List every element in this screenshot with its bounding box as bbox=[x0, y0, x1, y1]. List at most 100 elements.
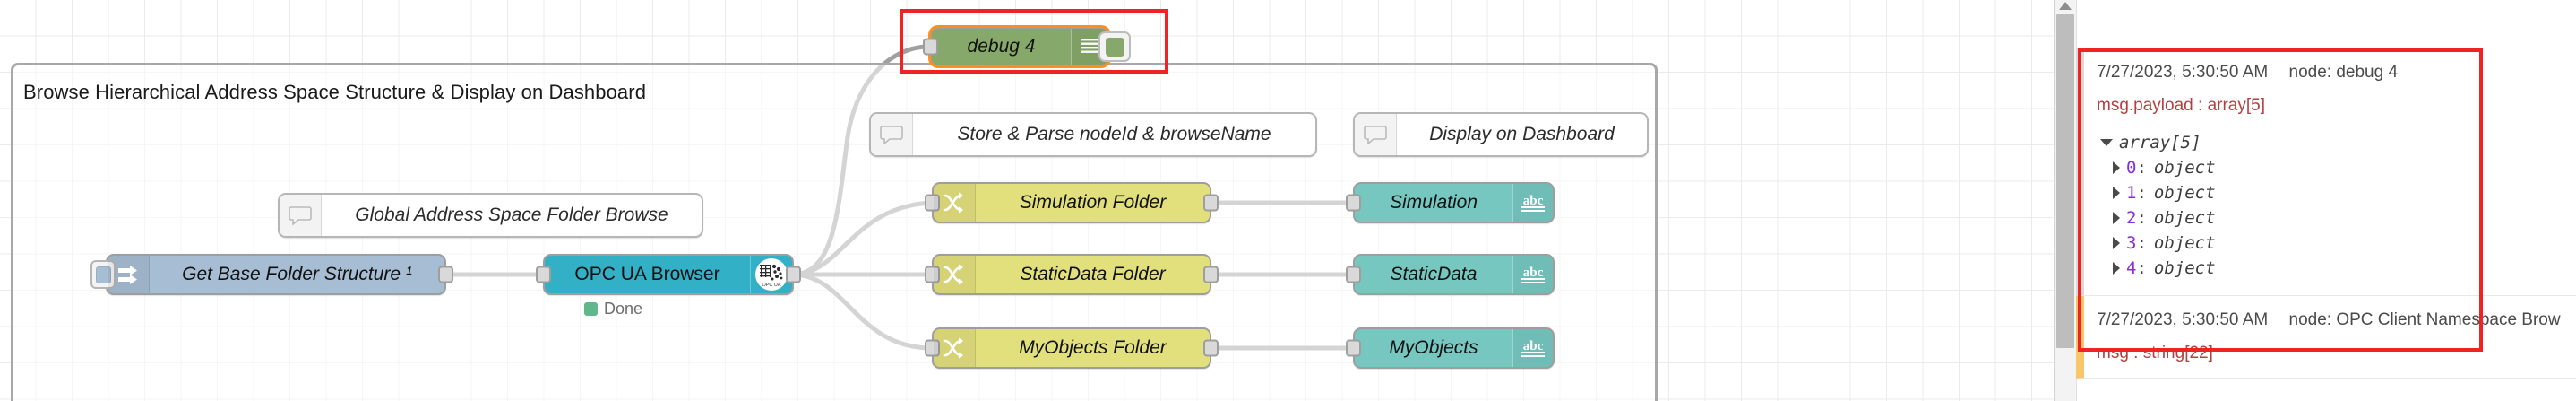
comment-label: Global Address Space Folder Browse bbox=[355, 205, 668, 225]
status-dot-icon bbox=[584, 302, 598, 316]
switch-icon bbox=[934, 256, 976, 293]
comment-node-store-parse[interactable]: Store & Parse nodeId & browseName bbox=[869, 112, 1317, 157]
debug-message-header: 7/27/2023, 5:30:50 AM node: OPC Client N… bbox=[2097, 310, 2567, 330]
debug-source-node: node: debug 4 bbox=[2288, 63, 2399, 82]
chevron-right-icon[interactable] bbox=[2113, 212, 2120, 224]
dashboard-node-label: MyObjects bbox=[1389, 337, 1478, 358]
tree-row-item[interactable]: 2: object bbox=[2097, 205, 2567, 231]
input-port[interactable] bbox=[1346, 194, 1361, 212]
inject-trigger-button[interactable] bbox=[90, 260, 116, 289]
tree-row-item[interactable]: 4: object bbox=[2097, 256, 2567, 281]
abc-text-icon: abc bbox=[1512, 184, 1553, 222]
tree-row-root[interactable]: array[5] bbox=[2097, 130, 2567, 155]
tree-item-key: 1 bbox=[2126, 183, 2137, 203]
inject-button-inner bbox=[95, 266, 111, 283]
comment-icon bbox=[871, 114, 913, 155]
switch-node-simulation-folder[interactable]: Simulation Folder bbox=[925, 182, 1219, 223]
debug-message[interactable]: 7/27/2023, 5:30:50 AM node: OPC Client N… bbox=[2076, 296, 2576, 379]
input-port[interactable] bbox=[925, 266, 940, 283]
opcua-browser-node[interactable]: OPC UA Browser bbox=[536, 254, 801, 295]
tree-row-item[interactable]: 0: object bbox=[2097, 155, 2567, 180]
output-port[interactable] bbox=[1203, 194, 1219, 212]
inject-node-get-base-folder-structure[interactable]: Get Base Folder Structure ¹ bbox=[90, 254, 453, 295]
abc-text-icon-glyph: abc bbox=[1521, 339, 1545, 357]
output-port[interactable] bbox=[1203, 266, 1219, 283]
tree-item-key: 4 bbox=[2126, 258, 2137, 278]
abc-text-icon: abc bbox=[1512, 329, 1553, 367]
debug-lines-icon-glyph bbox=[1081, 39, 1098, 53]
chevron-down-icon[interactable] bbox=[2100, 139, 2113, 146]
output-port[interactable] bbox=[1203, 339, 1219, 357]
tree-row-item[interactable]: 1: object bbox=[2097, 180, 2567, 205]
abc-text-icon: abc bbox=[1512, 256, 1553, 293]
dashboard-text-node-staticdata[interactable]: StaticData abc bbox=[1346, 254, 1555, 295]
tree-row-item[interactable]: 3: object bbox=[2097, 231, 2567, 256]
debug-message[interactable]: 7/27/2023, 5:30:50 AM node: debug 4 msg.… bbox=[2076, 48, 2576, 296]
switch-node-staticdata-folder[interactable]: StaticData Folder bbox=[925, 254, 1219, 295]
debug-source-node: node: OPC Client Namespace Brow bbox=[2288, 310, 2561, 329]
input-port[interactable] bbox=[925, 339, 940, 357]
group-title: Browse Hierarchical Address Space Struct… bbox=[23, 81, 647, 103]
debug-toggle-inner bbox=[1105, 37, 1124, 57]
scrollbar-thumb[interactable] bbox=[2056, 14, 2074, 348]
comment-icon-glyph bbox=[880, 126, 903, 144]
tree-item-key: 3 bbox=[2126, 233, 2137, 253]
comment-node-global-browse[interactable]: Global Address Space Folder Browse bbox=[278, 193, 703, 238]
opcua-node-label: OPC UA Browser bbox=[574, 264, 720, 284]
comment-node-display-dashboard[interactable]: Display on Dashboard bbox=[1353, 112, 1649, 157]
opc-ua-logo-glyph: OPC UA bbox=[755, 258, 788, 291]
tree-item-type: object bbox=[2153, 158, 2216, 178]
abc-text-icon-glyph: abc bbox=[1521, 194, 1545, 212]
chevron-right-icon[interactable] bbox=[2113, 262, 2120, 275]
comment-icon-glyph bbox=[289, 206, 312, 225]
switch-icon-glyph bbox=[943, 337, 963, 359]
input-port[interactable] bbox=[1346, 339, 1361, 357]
tree-item-type: object bbox=[2153, 233, 2216, 253]
debug-message-list[interactable]: 7/27/2023, 5:30:50 AM node: debug 4 msg.… bbox=[2076, 0, 2576, 401]
flow-canvas[interactable]: Browse Hierarchical Address Space Struct… bbox=[0, 0, 2054, 401]
tree-item-type: object bbox=[2153, 258, 2216, 278]
tree-item-key: 2 bbox=[2126, 208, 2137, 228]
debug-node-label: debug 4 bbox=[967, 36, 1036, 57]
svg-text:abc: abc bbox=[1523, 266, 1544, 280]
sidebar-scrollbar[interactable] bbox=[2055, 0, 2077, 401]
debug-object-tree[interactable]: array[5] 0: object 1: object 2: bbox=[2097, 130, 2567, 281]
debug-enable-toggle[interactable] bbox=[1098, 31, 1131, 62]
opcua-node-status: Done bbox=[584, 300, 642, 318]
dashboard-node-label: StaticData bbox=[1390, 264, 1478, 284]
chevron-right-icon[interactable] bbox=[2113, 187, 2120, 199]
switch-icon bbox=[934, 184, 976, 222]
input-port[interactable] bbox=[536, 266, 551, 283]
debug-timestamp: 7/27/2023, 5:30:50 AM bbox=[2097, 310, 2269, 329]
dashboard-node-label: Simulation bbox=[1389, 192, 1478, 213]
comment-icon bbox=[280, 195, 322, 236]
output-port[interactable] bbox=[438, 266, 453, 283]
debug-message-header: 7/27/2023, 5:30:50 AM node: debug 4 bbox=[2097, 63, 2567, 83]
scroll-up-arrow-icon[interactable] bbox=[2059, 2, 2072, 10]
opc-ua-logo-icon: OPC UA bbox=[750, 256, 792, 293]
input-port[interactable] bbox=[1346, 266, 1361, 283]
svg-text:OPC UA: OPC UA bbox=[762, 283, 780, 288]
dashboard-text-node-simulation[interactable]: Simulation abc bbox=[1346, 182, 1555, 223]
chevron-right-icon[interactable] bbox=[2113, 237, 2120, 249]
abc-text-icon-glyph: abc bbox=[1521, 266, 1545, 283]
switch-node-label: MyObjects Folder bbox=[1019, 337, 1167, 358]
switch-icon bbox=[934, 329, 976, 367]
switch-node-label: Simulation Folder bbox=[1019, 192, 1167, 213]
input-port[interactable] bbox=[923, 38, 938, 56]
svg-text:abc: abc bbox=[1523, 339, 1544, 353]
debug-property: msg : string[22] bbox=[2097, 344, 2213, 362]
comment-icon bbox=[1355, 114, 1397, 155]
tree-item-type: object bbox=[2153, 208, 2216, 228]
debug-timestamp: 7/27/2023, 5:30:50 AM bbox=[2097, 63, 2269, 82]
debug-node-4[interactable]: debug 4 bbox=[923, 25, 1131, 68]
input-port[interactable] bbox=[925, 194, 940, 212]
dashboard-text-node-myobjects[interactable]: MyObjects abc bbox=[1346, 327, 1555, 369]
output-port[interactable] bbox=[786, 266, 801, 283]
inject-arrow-icon bbox=[108, 256, 150, 293]
inject-node-label: Get Base Folder Structure ¹ bbox=[182, 264, 412, 284]
debug-sidebar[interactable]: 7/27/2023, 5:30:50 AM node: debug 4 msg.… bbox=[2054, 0, 2576, 401]
switch-icon-glyph bbox=[943, 264, 963, 285]
switch-node-myobjects-folder[interactable]: MyObjects Folder bbox=[925, 327, 1219, 369]
chevron-right-icon[interactable] bbox=[2113, 161, 2120, 174]
